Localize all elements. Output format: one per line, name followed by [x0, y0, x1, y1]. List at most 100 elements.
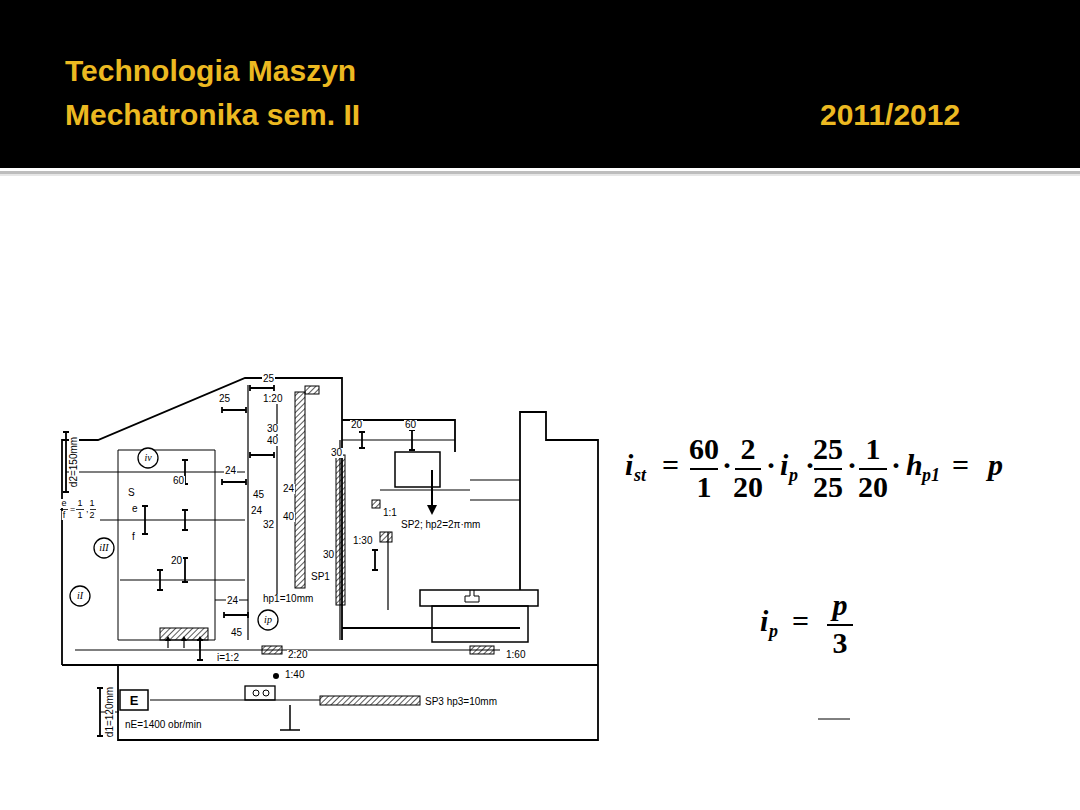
formula-subscript: p1	[922, 466, 940, 484]
formula-term: p	[833, 590, 848, 620]
formula-term: i	[780, 450, 788, 480]
dimension-label: d2=150mm	[69, 436, 79, 488]
circle-outline	[70, 586, 90, 606]
ratio-label: f	[62, 511, 67, 520]
dimension-label: 45	[230, 628, 243, 638]
ratio-label: e	[60, 499, 67, 508]
box-outline	[120, 690, 148, 710]
feed-arrow	[431, 470, 433, 506]
dimension-label: 25	[262, 374, 275, 384]
formula-term: i	[760, 606, 768, 636]
ratio-label: 1	[88, 499, 95, 508]
dimension-label: 45	[252, 490, 265, 500]
ratio-symbol: ip	[264, 615, 272, 625]
dimension-label: 25	[218, 394, 231, 404]
machine-table	[420, 590, 538, 606]
lead-screw-sp2	[336, 455, 345, 605]
dimension-label: d1=120mm	[105, 686, 115, 738]
header-shadow	[0, 174, 1080, 176]
clutch-pin	[263, 690, 269, 696]
dimension-label: 60	[404, 420, 417, 430]
dimension-label: i=1:2	[216, 653, 240, 663]
dimension-label: 1:1	[382, 508, 398, 518]
formula-term: ·	[766, 450, 776, 480]
circle-outline	[258, 610, 278, 630]
dimension-label: 1:30	[352, 536, 373, 546]
formula-term: 3	[833, 628, 848, 658]
dimension-label: f	[131, 532, 136, 542]
worm-gear	[470, 646, 494, 654]
dimension-label: 24	[282, 484, 295, 494]
dimension-label: 30	[266, 424, 279, 434]
underline-mark	[818, 719, 850, 720]
ratio-circle: iI	[69, 585, 91, 607]
dimension-label: SP1	[310, 572, 331, 582]
formula-term: =	[792, 606, 809, 636]
dimension-label: e	[131, 504, 139, 514]
t-slot	[465, 590, 479, 602]
dimension-label: 20	[350, 420, 363, 430]
dimension-label: 20	[170, 556, 183, 566]
formula-term: =	[662, 450, 679, 480]
formula-term: ·	[847, 450, 857, 480]
fraction-bar	[690, 469, 887, 625]
ratio-label: 2	[88, 511, 95, 520]
spindle-head	[395, 452, 440, 487]
formula-term: ·	[891, 450, 901, 480]
dimension-label: 24	[250, 506, 263, 516]
ratio-label: =	[69, 505, 76, 514]
table-slide	[432, 606, 528, 642]
dimension-label: 60	[172, 476, 185, 486]
formula-term: 1	[866, 434, 881, 464]
dimension-label: 30	[322, 550, 335, 560]
formula-term: 20	[733, 472, 763, 502]
selector-arrows	[168, 640, 200, 648]
ratio-symbol: iII	[99, 543, 108, 553]
date-label: 2011/2012	[820, 100, 960, 130]
dimension-label: 30	[330, 448, 343, 458]
dimension-label: SP2; hp2=2π·mm	[400, 520, 481, 530]
ratio-circle: iII	[93, 537, 115, 559]
dimension-label: 1:20	[262, 394, 283, 404]
dimension-label: 1:60	[505, 650, 526, 660]
ratio-label: 1	[76, 499, 83, 508]
dimension-label: S	[127, 488, 136, 498]
dimension-label: 40	[266, 436, 279, 446]
dimension-label: 24	[224, 466, 237, 476]
dimension-label: 32	[262, 520, 275, 530]
coupling	[372, 500, 380, 508]
formula-term: i	[625, 450, 633, 480]
shaft-lines	[66, 385, 520, 712]
formula-term: 2	[741, 434, 756, 464]
selector-arrowheads	[165, 636, 203, 641]
header-rule	[0, 171, 1080, 174]
lever	[280, 705, 300, 730]
formula-subscript: p	[769, 622, 778, 640]
slide-title: Technologia Maszyn Mechatronika sem. II	[65, 49, 405, 137]
ratio-symbol: iv	[144, 453, 151, 463]
motor-box: E	[119, 689, 149, 711]
ratio-circle: ip	[257, 609, 279, 631]
pivot	[273, 673, 279, 679]
formula-term: 25	[813, 434, 843, 464]
lead-screw-sp3	[320, 696, 420, 705]
worm-gear	[262, 646, 282, 654]
formula-term: 60	[689, 434, 719, 464]
dimension-label: hp1=10mm	[262, 594, 314, 604]
ratio-symbol: iI	[77, 591, 83, 601]
worm-gear	[305, 386, 319, 394]
formula-term: 20	[858, 472, 888, 502]
housing-outline	[62, 378, 598, 740]
clutch	[245, 686, 275, 700]
dimension-label: 1:40	[284, 670, 305, 680]
circle-outline	[138, 448, 158, 468]
dimension-label: 24	[226, 596, 239, 606]
gear-selector	[160, 628, 208, 640]
ratio-circle: iv	[137, 447, 159, 469]
formula-term: 1	[697, 472, 712, 502]
lead-screw-sp1	[295, 392, 305, 588]
dimension-label: 40	[282, 512, 295, 522]
formula-term: =	[952, 450, 969, 480]
fraction-bar	[60, 509, 96, 510]
circle-outline	[94, 538, 114, 558]
